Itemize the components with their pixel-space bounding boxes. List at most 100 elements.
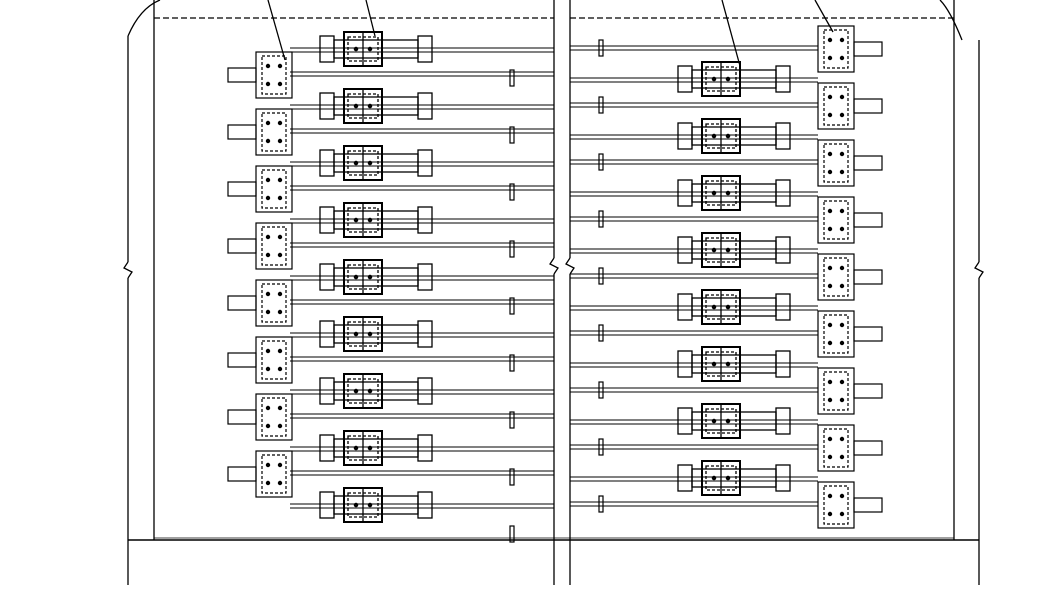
bracket-block [817,139,883,187]
plug [853,383,883,399]
bolt [827,340,833,346]
rail-clip [509,411,515,429]
bolt [277,423,283,429]
carriage-assembly [677,403,791,439]
bolt [839,340,845,346]
end-cap [417,35,433,63]
bolt [839,322,845,328]
bolt [827,37,833,43]
bolt [827,265,833,271]
cylinder-body [691,468,777,488]
bolt [839,283,845,289]
end-cap [775,293,791,321]
bracket-block [227,393,293,441]
cylinder-body [691,297,777,317]
bolt [265,120,271,126]
guide-rail [290,242,554,248]
guide-rail [290,185,554,191]
bracket-block [817,25,883,73]
cylinder-body [333,438,419,458]
carriage-assembly [319,487,433,523]
bolt [839,265,845,271]
bolt [827,208,833,214]
bolt [839,112,845,118]
guide-rail [570,102,818,108]
carriage-assembly [319,430,433,466]
end-cap [677,179,693,207]
rail-clip [509,525,515,543]
guide-rail [570,273,818,279]
rail-clip [598,324,604,342]
bracket-inner [261,55,287,95]
bolt [839,37,845,43]
bracket-inner [823,29,849,69]
bolt [839,55,845,61]
carriage-assembly [319,316,433,352]
bolt [265,348,271,354]
end-cap [775,236,791,264]
guide-rail [290,218,554,224]
left-component-rows [227,31,554,543]
bolt [265,480,271,486]
carriage-assembly [677,289,791,325]
bracket-inner [261,226,287,266]
end-cap [417,320,433,348]
rail-clip [598,267,604,285]
bolt [827,397,833,403]
end-cap [319,434,335,462]
bolt [277,63,283,69]
bolt [839,208,845,214]
cylinder-body [333,153,419,173]
bolt [827,379,833,385]
guide-rail [570,476,818,482]
cylinder-body [333,39,419,59]
bolt [277,177,283,183]
guide-rail [570,362,818,368]
end-cap [319,149,335,177]
cylinder-body [691,183,777,203]
bolt [277,120,283,126]
end-cap [319,263,335,291]
cylinder-body [333,324,419,344]
bracket-block [227,279,293,327]
guide-rail [290,47,554,53]
plug [227,295,257,311]
carriage-assembly [319,31,433,67]
guide-rail [570,387,818,393]
end-cap [677,65,693,93]
bracket-block [817,253,883,301]
bolt [277,309,283,315]
bracket-inner [823,485,849,525]
bracket-block [227,108,293,156]
rail-clip [598,96,604,114]
rail-clip [598,495,604,513]
bracket-block [817,196,883,244]
rail-clip [509,297,515,315]
bracket-inner [823,200,849,240]
end-cap [417,149,433,177]
guide-rail [290,446,554,452]
end-cap [319,320,335,348]
carriage-assembly [677,460,791,496]
bolt [277,252,283,258]
bolt [827,454,833,460]
bracket-block [817,82,883,130]
guide-rail [290,332,554,338]
guide-rail [570,501,818,507]
guide-rail [570,216,818,222]
rail-clip [509,468,515,486]
bolt [265,309,271,315]
plug [227,124,257,140]
rail-clip [509,69,515,87]
carriage-assembly [677,118,791,154]
bolt [827,169,833,175]
bolt [277,234,283,240]
end-cap [319,377,335,405]
bolt [265,366,271,372]
bracket-inner [261,169,287,209]
bracket-inner [261,454,287,494]
carriage-assembly [319,259,433,295]
bracket-block [817,367,883,415]
bracket-inner [823,257,849,297]
bolt [839,397,845,403]
